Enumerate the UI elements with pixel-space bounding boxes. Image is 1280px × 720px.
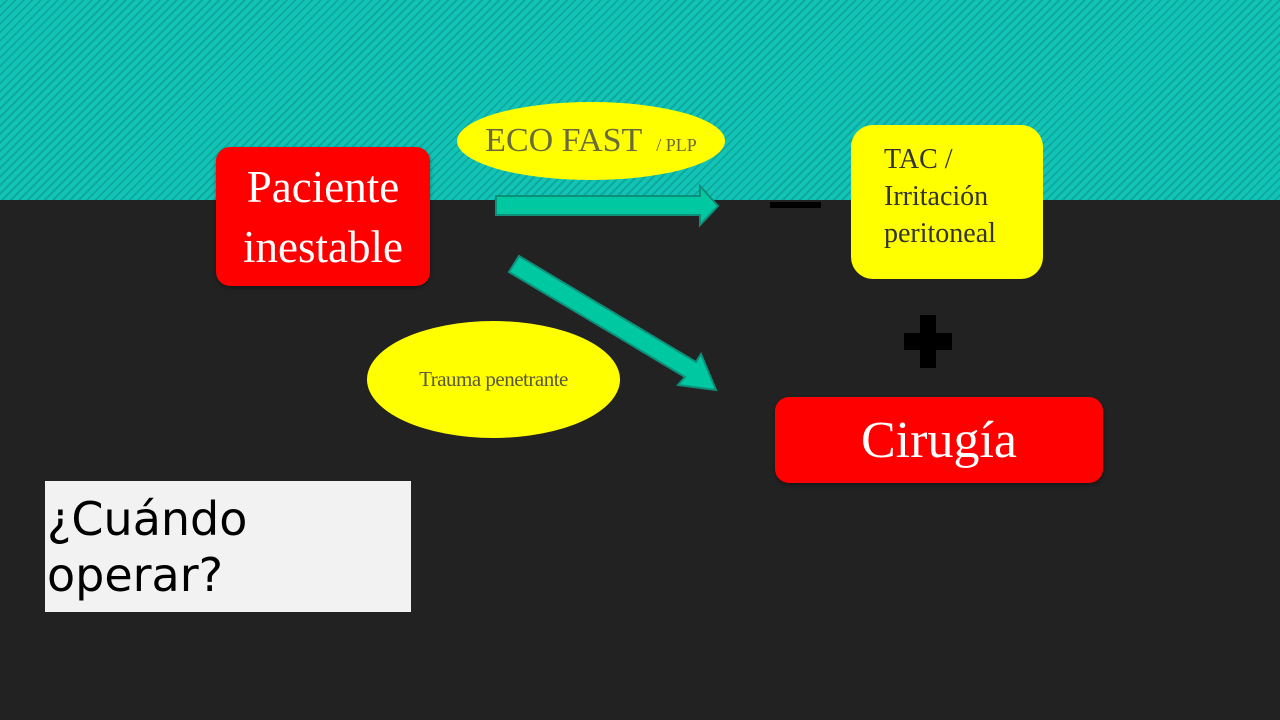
eco-plp-text: / PLP — [656, 134, 697, 155]
cirugia-text: Cirugía — [861, 411, 1017, 469]
paciente-line-2: inestable — [243, 221, 403, 272]
minus-sign-icon — [770, 202, 821, 208]
node-cirugia: Cirugía — [775, 397, 1103, 483]
arrow-eco-to-negative — [495, 183, 720, 228]
tac-line-2: Irritación — [884, 181, 989, 212]
arrow-trauma-to-cirugia — [507, 254, 718, 392]
tac-line-1: TAC / — [884, 144, 953, 175]
title-line-1: ¿Cuándo — [47, 492, 248, 546]
plus-sign-icon — [904, 315, 952, 368]
label-eco-fast: ECO FAST / PLP — [457, 102, 725, 180]
node-tac-irritacion: TAC / Irritación peritoneal — [851, 125, 1043, 279]
trauma-text: Trauma penetrante — [419, 367, 568, 391]
label-trauma-penetrante: Trauma penetrante — [367, 321, 620, 438]
teal-header-band — [0, 0, 1280, 200]
slide-title: ¿Cuándo operar? — [45, 481, 411, 612]
tac-line-3: peritoneal — [884, 218, 996, 249]
title-line-2: operar? — [47, 548, 224, 602]
node-paciente-inestable: Paciente inestable — [216, 147, 430, 286]
eco-fast-text: ECO FAST — [485, 122, 643, 159]
paciente-line-1: Paciente — [246, 161, 400, 212]
